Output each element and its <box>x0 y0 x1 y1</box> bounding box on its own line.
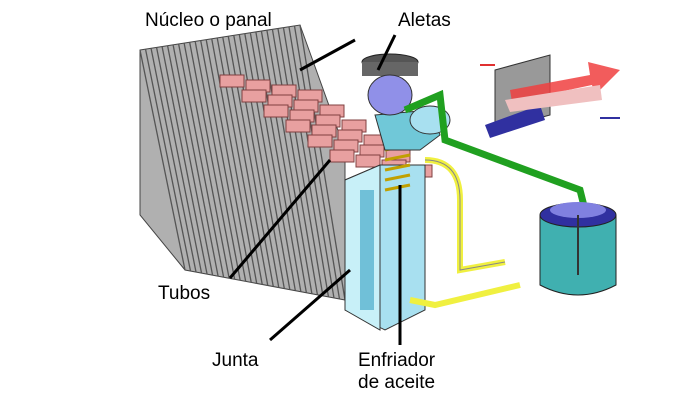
fin <box>194 41 241 281</box>
radiator-tubes <box>219 74 433 178</box>
fin <box>144 49 192 272</box>
fin <box>183 42 230 279</box>
fin <box>155 47 203 274</box>
overflow-hose <box>403 89 589 211</box>
fin <box>277 28 324 296</box>
fin <box>205 39 252 283</box>
fin <box>150 48 197 273</box>
fin <box>260 30 308 293</box>
tube <box>329 149 355 163</box>
fin <box>189 42 236 280</box>
fin <box>200 40 247 282</box>
tube <box>355 154 381 168</box>
fin <box>172 44 219 277</box>
tube <box>241 89 267 103</box>
fin <box>282 27 330 298</box>
fin <box>293 25 341 300</box>
label-tubes: Tubos <box>158 283 211 304</box>
fin <box>166 45 214 276</box>
radiator-core <box>139 24 346 301</box>
fin <box>238 34 285 289</box>
fin <box>266 30 313 294</box>
fin <box>161 46 208 275</box>
fin <box>255 31 302 292</box>
fin <box>244 33 291 290</box>
fin <box>211 38 258 284</box>
tube <box>219 74 245 88</box>
label-oil-cooler-1: Enfriador <box>358 350 436 371</box>
fin <box>271 29 319 295</box>
label-oil-cooler-2: de aceite <box>358 372 436 393</box>
radiator-tank <box>344 164 426 331</box>
coolant-reservoir <box>539 202 617 296</box>
label-core: Núcleo o panal <box>145 10 272 31</box>
fin <box>249 32 296 291</box>
fin <box>177 43 225 278</box>
label-fins: Aletas <box>398 10 451 31</box>
leader-lines <box>228 34 402 345</box>
fin <box>299 24 346 301</box>
tube <box>263 104 289 118</box>
fin <box>139 49 186 271</box>
airflow-arrows-icon <box>480 54 620 138</box>
fin <box>288 26 335 299</box>
tube <box>285 119 311 133</box>
label-gasket: Junta <box>212 350 259 371</box>
tube <box>307 134 333 148</box>
